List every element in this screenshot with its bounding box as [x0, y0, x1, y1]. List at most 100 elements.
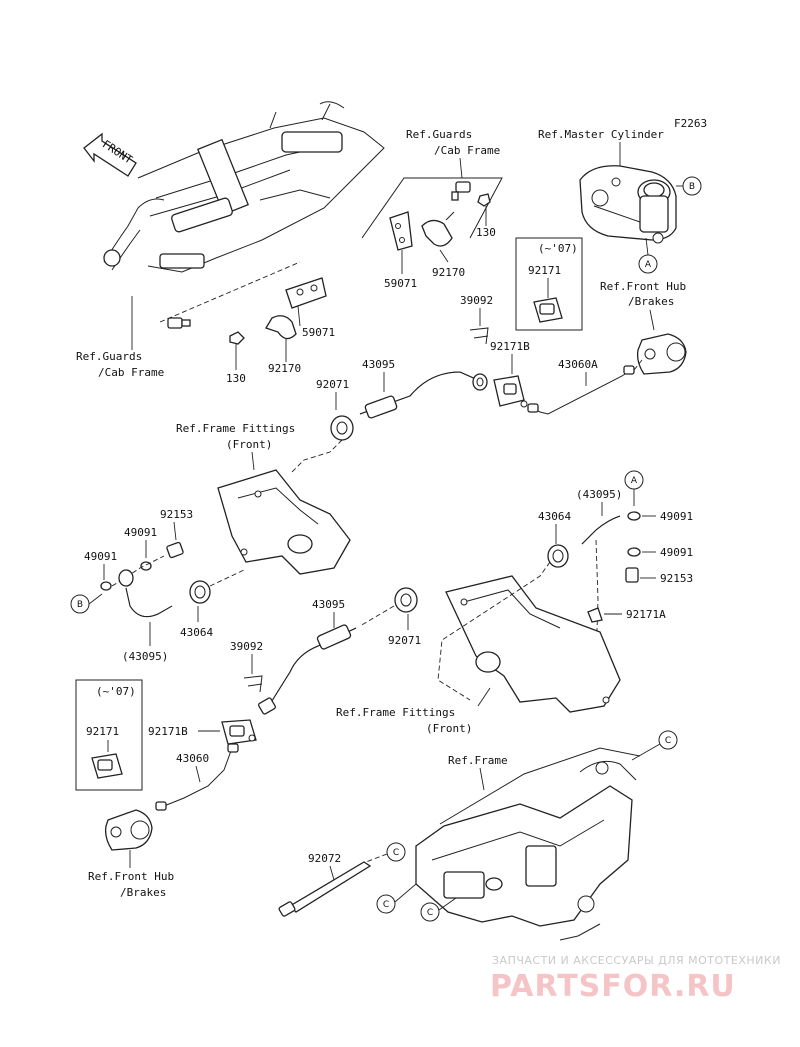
clip-92171-top	[533, 297, 563, 323]
callout-c-mid-text: C	[427, 908, 433, 918]
washer-49091-right-b	[627, 547, 641, 557]
front-hub-bottom-drawing	[104, 809, 153, 851]
part-43095-left-paren: (43095)	[122, 650, 168, 663]
callout-a-right-text: A	[631, 476, 638, 486]
callout-b-top-text: B	[689, 182, 695, 192]
ref-frame-fittings-mid-label: Ref.Frame Fittings	[336, 706, 455, 719]
clamp-92170-left	[265, 315, 297, 340]
part-49091-right-b: 49091	[660, 546, 693, 559]
callout-c-mid	[420, 902, 440, 922]
part-92153-left: 92153	[160, 508, 193, 521]
part-49091-right-a: 49091	[660, 510, 693, 523]
part-43064-left: 43064	[180, 626, 213, 639]
clamp-92170-top	[421, 211, 455, 247]
clip-39092-top	[469, 327, 489, 345]
ref-front-hub-top-label: Ref.Front Hub	[600, 280, 686, 293]
front-paren-mid-label: (Front)	[426, 722, 472, 735]
bolt-130-top	[477, 193, 491, 207]
part-43060: 43060	[176, 752, 209, 765]
frame-fittings-mid-drawing	[445, 575, 621, 713]
guard-bolt	[167, 317, 191, 329]
banjo-bolt-92153-left	[166, 541, 184, 559]
hose-43095-right	[581, 515, 621, 545]
routing-dash-1	[291, 439, 343, 473]
part-43095-right-paren: (43095)	[576, 488, 622, 501]
hose-43095-mid	[258, 624, 357, 715]
part-130-top: 130	[476, 226, 496, 239]
part-39092-top: 39092	[460, 294, 493, 307]
ref-cab-frame-left-label: /Cab Frame	[98, 366, 164, 379]
part-43095-top: 43095	[362, 358, 395, 371]
inset-bottom-box	[75, 679, 143, 791]
part-49091-left-b: 49091	[84, 550, 117, 563]
ref-brakes-bottom-label: /Brakes	[120, 886, 166, 899]
callout-c-right-text: C	[665, 736, 671, 746]
figure-code: F2263	[674, 117, 707, 130]
bracket-59071-top	[389, 211, 413, 251]
clip-92171a	[587, 607, 603, 623]
part-92170-mid: 92170	[268, 362, 301, 375]
part-92171-inset-bottom: 92171	[86, 725, 119, 738]
part-49091-left-a: 49091	[124, 526, 157, 539]
hose-43095-left	[118, 569, 173, 618]
part-92171a: 92171A	[626, 608, 666, 621]
ref-cab-frame-top-label: /Cab Frame	[434, 144, 500, 157]
ref-brakes-top-label: /Brakes	[628, 295, 674, 308]
callout-b-left-text: B	[77, 600, 83, 610]
front-hub-top-drawing	[636, 333, 687, 375]
part-59071-top: 59071	[384, 277, 417, 290]
inset-top-box	[515, 237, 583, 331]
brake-line-43060	[155, 743, 239, 811]
front-paren-top-label: (Front)	[226, 438, 272, 451]
part-92170-top: 92170	[432, 266, 465, 279]
part-130-mid: 130	[226, 372, 246, 385]
part-39092-mid: 39092	[230, 640, 263, 653]
brake-line-43060a	[527, 365, 635, 415]
guards-cab-frame-drawing	[103, 101, 385, 273]
grommet-43064-right	[547, 544, 569, 568]
grommet-92071-mid	[394, 587, 418, 613]
frame-fittings-top-drawing	[217, 469, 351, 575]
callout-c-right	[658, 730, 678, 750]
ref-guards-top-label: Ref.Guards	[406, 128, 472, 141]
part-92171-inset-top: 92171	[528, 264, 561, 277]
callout-b-top	[682, 176, 702, 196]
cable-tie-92072	[278, 861, 372, 917]
callout-c-left-text: C	[383, 900, 389, 910]
ref-frame-fittings-top-label: Ref.Frame Fittings	[176, 422, 295, 435]
bolt-top-guard	[451, 181, 471, 201]
clip-39092-mid	[243, 675, 263, 693]
part-43064-right: 43064	[538, 510, 571, 523]
watermark-brand: PARTSFOR.RU	[490, 969, 736, 1004]
part-92171b-bottom: 92171B	[148, 725, 188, 738]
callout-c-left	[376, 894, 396, 914]
banjo-bolt-92153-right	[625, 567, 639, 583]
callout-a-top	[638, 254, 658, 274]
grommet-43064-left	[189, 580, 211, 604]
washer-49091-right-a	[627, 511, 641, 521]
guard-bolt-leader	[159, 261, 301, 323]
part-92071-mid: 92071	[388, 634, 421, 647]
front-arrow-icon: FRONT	[83, 132, 137, 177]
hose-43095-top	[359, 371, 488, 419]
part-43095-mid: 43095	[312, 598, 345, 611]
routing-dash-mid	[437, 561, 551, 701]
inset-bottom-model: (~'07)	[96, 685, 136, 698]
clip-92171b-top	[493, 375, 528, 408]
washer-49091-left-b	[100, 581, 112, 591]
watermark-tagline: ЗАПЧАСТИ И АКСЕССУАРЫ ДЛЯ МОТОТЕХНИКИ	[492, 954, 781, 967]
callout-c-tie-text: C	[393, 848, 399, 858]
part-92153-right: 92153	[660, 572, 693, 585]
clip-92171b-bottom	[221, 719, 257, 745]
ref-front-hub-bottom-label: Ref.Front Hub	[88, 870, 174, 883]
ref-master-cylinder-label: Ref.Master Cylinder	[538, 128, 664, 141]
clip-92171-bottom	[91, 753, 123, 779]
part-59071-mid: 59071	[302, 326, 335, 339]
part-92071-top: 92071	[316, 378, 349, 391]
part-43060a: 43060A	[558, 358, 598, 371]
part-92171b-top: 92171B	[490, 340, 530, 353]
bracket-59071-left	[285, 277, 327, 309]
grommet-92071-top	[330, 415, 354, 441]
inset-top-model: (~'07)	[538, 242, 578, 255]
